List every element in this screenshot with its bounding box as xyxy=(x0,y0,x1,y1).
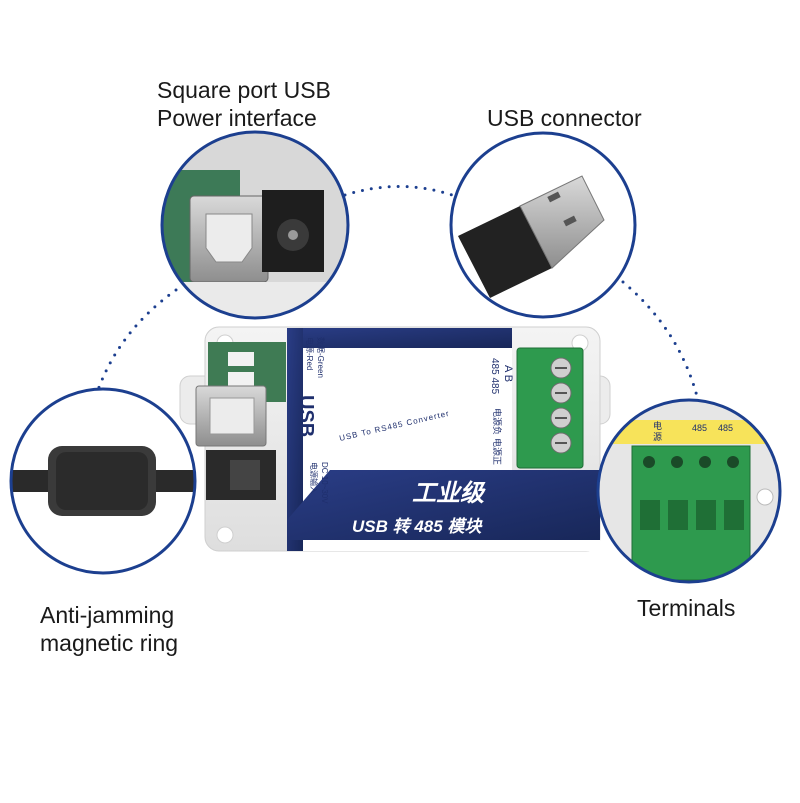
badge-title: 工业级 xyxy=(412,480,486,507)
terminal-label-pos: 电源正 xyxy=(492,438,503,465)
inset-square-port xyxy=(160,130,350,320)
callout-square-port-line2: Power interface xyxy=(157,105,317,131)
converter-enclosure: USB 数据-Green 电源-Red USB To RS485 Convert… xyxy=(179,326,611,552)
inset-magnetic-ring xyxy=(9,387,197,575)
inset-header-label-1: 电 xyxy=(653,420,662,431)
dotted-arc-right xyxy=(621,280,700,402)
callout-usb-connector: USB connector xyxy=(487,105,642,131)
square-usb-port-icon xyxy=(195,385,267,447)
label-plate: USB 数据-Green 电源-Red USB To RS485 Convert… xyxy=(287,328,600,551)
dotted-arc-left xyxy=(96,288,178,392)
callout-square-port-line1: Square port USB xyxy=(157,77,331,103)
callout-magnetic-ring-line1: Anti-jamming xyxy=(40,602,175,628)
led-label-red: 电源-Red xyxy=(305,337,315,370)
terminal-label-neg: 电源负 xyxy=(492,408,503,435)
callout-magnetic-ring: Anti-jamming magnetic ring xyxy=(40,601,178,657)
callout-terminals: Terminals xyxy=(637,595,736,621)
terminal-label-485: 485 485 xyxy=(489,358,500,395)
dc-jack-icon xyxy=(206,450,276,500)
dotted-arc-top xyxy=(343,185,454,197)
inset-usb-connector xyxy=(449,131,637,319)
usb-side-label: USB xyxy=(295,395,317,437)
inset-header-label-3: 485 xyxy=(692,423,707,433)
ferrite-ring-icon xyxy=(48,446,156,516)
badge-subtitle: USB 转 485 模块 xyxy=(352,517,483,536)
power-input-label-cn: 电源输入 xyxy=(309,462,319,494)
terminal-block-icon xyxy=(516,347,584,469)
callout-square-port: Square port USB Power interface xyxy=(157,76,331,132)
terminal-label-ab: A B xyxy=(502,365,514,382)
usb-a-plug-icon xyxy=(458,175,605,298)
inset-header-label-4: 485 xyxy=(718,423,733,433)
inset-header-label-2: 源 xyxy=(653,432,662,442)
power-input-label: DC 10~30V xyxy=(320,462,329,504)
callout-magnetic-ring-line2: magnetic ring xyxy=(40,630,179,656)
inset-terminals: 电 源 485 485 xyxy=(596,398,782,584)
led-label-green: 数据-Green xyxy=(316,337,326,378)
